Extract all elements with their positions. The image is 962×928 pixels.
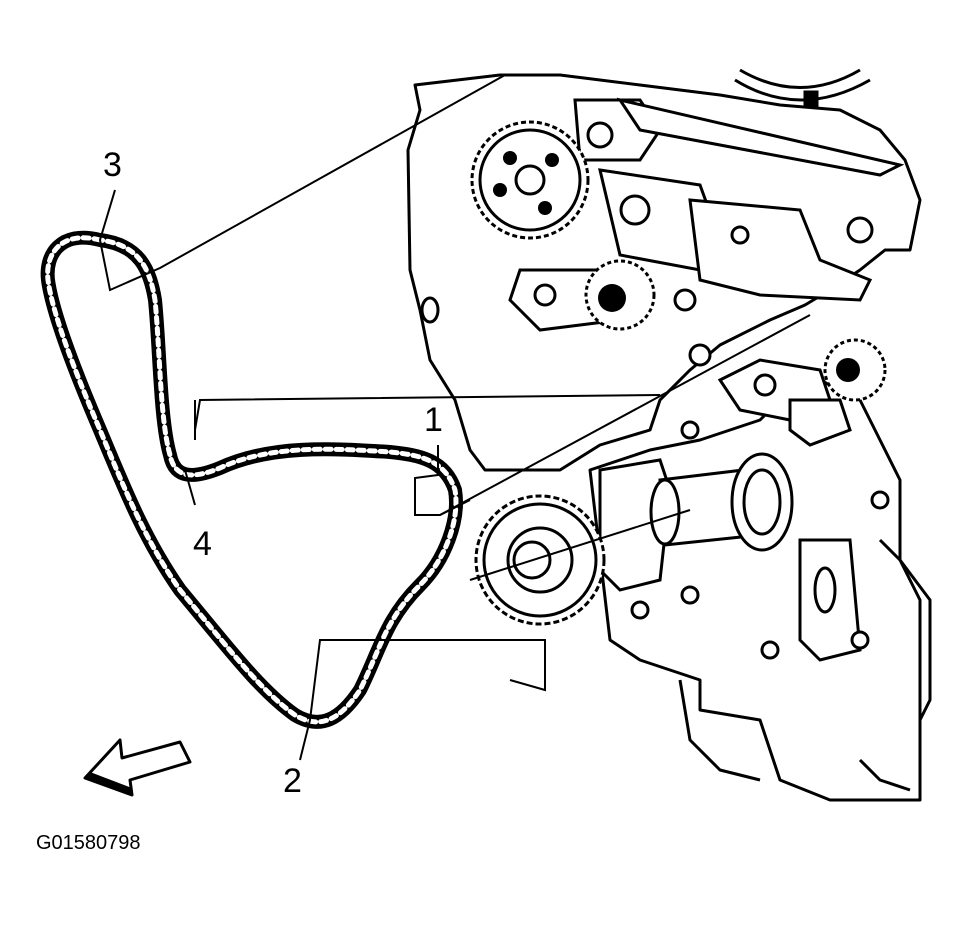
crankshaft-sprocket bbox=[474, 494, 606, 626]
upper-fan bbox=[734, 68, 871, 108]
callout-2: 2 bbox=[283, 762, 302, 800]
callout-3: 3 bbox=[103, 146, 122, 184]
timing-chain bbox=[40, 230, 463, 729]
balance-shaft bbox=[598, 452, 794, 592]
callout-4: 4 bbox=[193, 525, 212, 563]
direction-arrow-icon bbox=[83, 738, 192, 797]
leader-lines bbox=[98, 74, 811, 761]
idler-sprocket bbox=[584, 259, 656, 331]
callout-1: 1 bbox=[424, 401, 443, 439]
figure-id: G01580798 bbox=[36, 832, 141, 854]
camshaft-sprocket-upper bbox=[470, 120, 590, 240]
right-sprocket bbox=[823, 338, 887, 402]
cover-bosses bbox=[420, 97, 905, 662]
